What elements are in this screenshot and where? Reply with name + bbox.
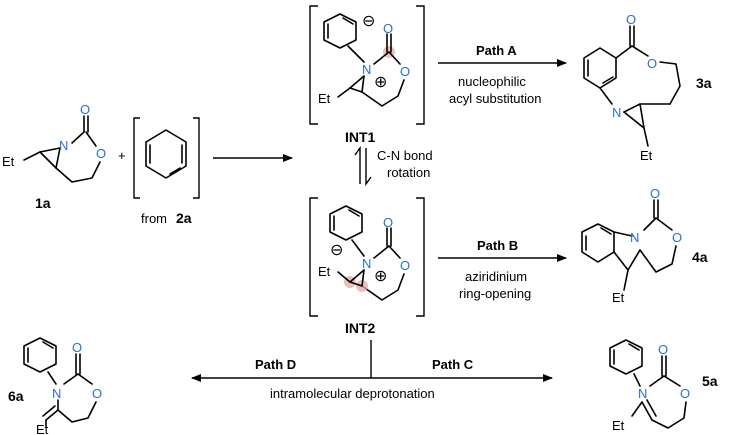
intermediate-int2: ⊖ N O O ⊕ Et INT2 <box>309 197 425 336</box>
o-atom: O <box>680 386 690 401</box>
compound-label-1a: 1a <box>35 195 51 211</box>
n-atom: N <box>362 256 371 271</box>
o-atom: O <box>92 386 102 401</box>
equilibrium-arrows <box>354 145 372 187</box>
n-atom: N <box>630 230 639 245</box>
o-atom: O <box>383 21 393 36</box>
o-atom: O <box>658 342 668 357</box>
n-atom: N <box>52 386 61 401</box>
o-atom: O <box>650 186 660 201</box>
o-atom: O <box>96 146 106 161</box>
svg-text:⊕: ⊕ <box>374 74 387 91</box>
rotation-text-2: rotation <box>387 165 430 180</box>
o-atom: O <box>672 230 682 245</box>
compound-label-4a: 4a <box>692 249 708 265</box>
path-d-title: Path D <box>255 357 296 372</box>
n-atom: N <box>362 62 371 77</box>
path-a-desc-1: nucleophilic <box>458 74 526 89</box>
n-atom: N <box>59 138 68 153</box>
et-label: Et <box>612 418 625 433</box>
path-a-desc-2: acyl substitution <box>449 91 542 106</box>
from-label: from <box>141 211 167 226</box>
path-b-desc-2: ring-opening <box>459 286 531 301</box>
compound-6a: N O O Et 6a <box>8 337 102 435</box>
benzyne-2a: from 2a <box>133 117 200 226</box>
compound-label-5a: 5a <box>702 373 718 389</box>
compound-4a: N O O Et 4a <box>581 186 708 305</box>
path-c-title: Path C <box>432 357 474 372</box>
et-label: Et <box>318 264 331 279</box>
et-label: Et <box>36 422 49 435</box>
path-b-desc-1: aziridinium <box>465 269 527 284</box>
n-atom: N <box>612 105 621 120</box>
compound-label-int2: INT2 <box>345 320 376 336</box>
path-b-title: Path B <box>477 238 518 253</box>
o-atom: O <box>72 340 82 355</box>
et-label: Et <box>612 290 625 305</box>
compound-label-3a: 3a <box>696 75 712 91</box>
n-atom: N <box>638 386 647 401</box>
o-atom: O <box>400 258 410 273</box>
plus-sign: + <box>118 148 126 163</box>
compound-5a: N O O Et 5a <box>609 339 718 433</box>
compound-3a: O O N Et 3a <box>583 12 712 163</box>
o-atom: O <box>626 12 636 27</box>
rotation-text-1: C-N bond <box>377 148 433 163</box>
svg-text:⊖: ⊖ <box>330 242 343 259</box>
o-atom: O <box>383 215 393 230</box>
path-a-title: Path A <box>476 43 517 58</box>
compound-1a: Et N O O 1a <box>2 102 106 211</box>
compound-label-2a: 2a <box>176 210 192 226</box>
compound-label-6a: 6a <box>8 388 24 404</box>
et-label: Et <box>318 91 331 106</box>
o-atom: O <box>400 64 410 79</box>
intermediate-int1: ⊖ N O O ⊕ Et INT1 <box>309 5 425 145</box>
et-label: Et <box>640 148 653 163</box>
compound-label-int1: INT1 <box>345 129 376 145</box>
svg-text:⊖: ⊖ <box>362 13 375 30</box>
o-atom: O <box>647 56 657 71</box>
o-atom: O <box>80 102 90 117</box>
et-label: Et <box>2 154 15 169</box>
deprotonation-text: intramolecular deprotonation <box>270 386 435 401</box>
svg-text:⊕: ⊕ <box>374 268 387 285</box>
